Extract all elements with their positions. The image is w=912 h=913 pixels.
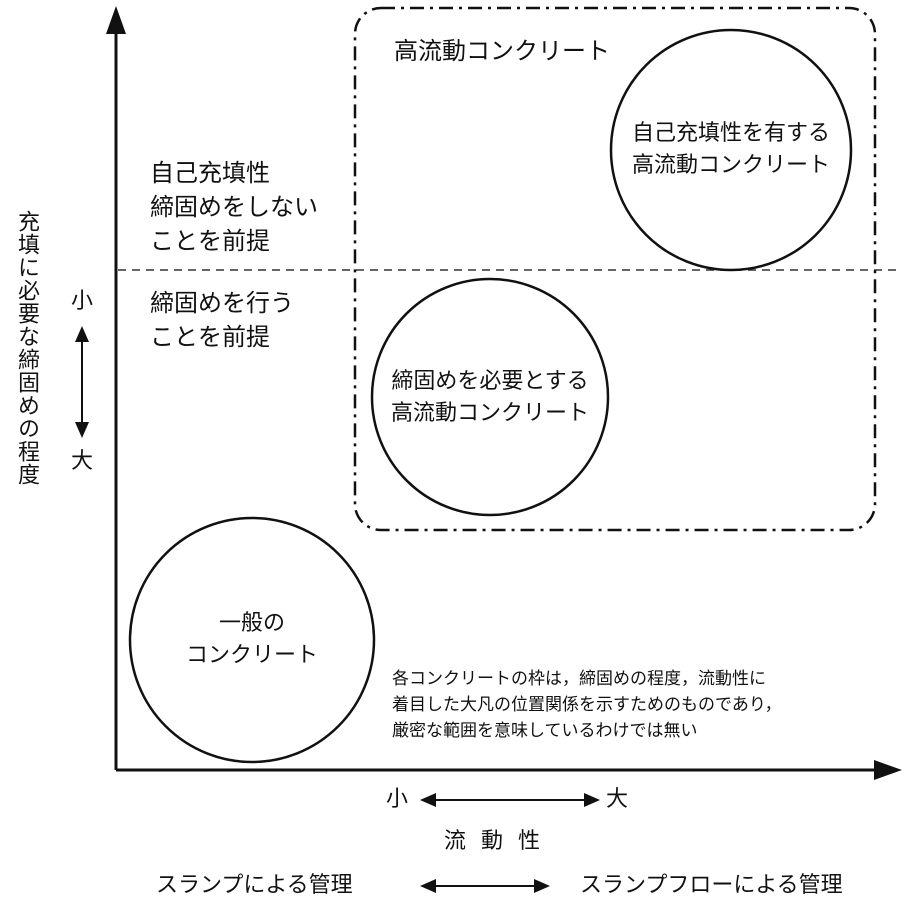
x-axis-title: 流 動 性 xyxy=(444,829,544,854)
high-fluidity-group-box xyxy=(353,6,877,532)
self-compacting-circle-label: 自己充填性を有する 高流動コンクリート xyxy=(611,118,851,182)
needs-compaction-circle-label: 締固めを必要とする 高流動コンクリート xyxy=(370,366,610,430)
general-concrete-circle-label: 一般の コンクリート xyxy=(152,608,352,672)
management-arrowhead-left xyxy=(420,879,436,893)
high-fluidity-group-label: 高流動コンクリート xyxy=(394,37,610,65)
y-scale-arrowhead-down xyxy=(75,422,89,438)
lower-region-label: 締固めを行う ことを前提 xyxy=(150,286,294,354)
self-compacting-line-2: 高流動コンクリート xyxy=(631,153,830,178)
note-line-3: 厳密な範囲を意味しているわけでは無い xyxy=(392,721,698,741)
general-concrete-circle xyxy=(128,516,376,764)
y-scale-arrowhead-up xyxy=(75,326,89,342)
self-compacting-circle xyxy=(609,28,853,272)
note-text: 各コンクリートの枠は，締固めの程度，流動性に 着目した大凡の位置関係を示すための… xyxy=(392,666,782,744)
x-scale-arrowhead-left xyxy=(420,793,436,807)
general-concrete-line-1: 一般の xyxy=(218,611,285,636)
upper-region-label: 自己充填性 締固めをしない ことを前提 xyxy=(150,156,318,258)
y-scale-bottom-label: 大 xyxy=(71,449,94,474)
x-axis-arrowhead xyxy=(874,760,902,780)
y-axis-title: 充填に必要な締固めの程度 xyxy=(14,210,39,486)
x-scale-arrowhead-right xyxy=(584,793,600,807)
x-scale-left-label: 小 xyxy=(386,787,409,812)
management-arrowhead-right xyxy=(534,879,550,893)
needs-compaction-circle xyxy=(370,277,610,517)
general-concrete-line-2: コンクリート xyxy=(185,643,318,668)
lower-region-line-2: ことを前提 xyxy=(150,323,270,351)
note-line-1: 各コンクリートの枠は，締固めの程度，流動性に xyxy=(392,669,766,689)
upper-region-line-3: ことを前提 xyxy=(150,227,270,255)
y-axis-arrowhead xyxy=(106,6,126,34)
lower-region-line-1: 締固めを行う xyxy=(150,289,294,317)
management-right-label: スランプフローによる管理 xyxy=(580,873,843,898)
needs-compaction-line-1: 締固めを必要とする xyxy=(391,369,589,394)
note-line-2: 着目した大凡の位置関係を示すためのものであり， xyxy=(392,695,782,715)
x-scale-right-label: 大 xyxy=(606,787,629,812)
needs-compaction-line-2: 高流動コンクリート xyxy=(390,401,589,426)
self-compacting-line-1: 自己充填性を有する xyxy=(631,121,830,146)
y-scale-top-label: 小 xyxy=(71,289,94,314)
upper-region-line-1: 自己充填性 xyxy=(150,159,270,187)
upper-region-line-2: 締固めをしない xyxy=(150,193,318,221)
management-left-label: スランプによる管理 xyxy=(156,873,353,898)
